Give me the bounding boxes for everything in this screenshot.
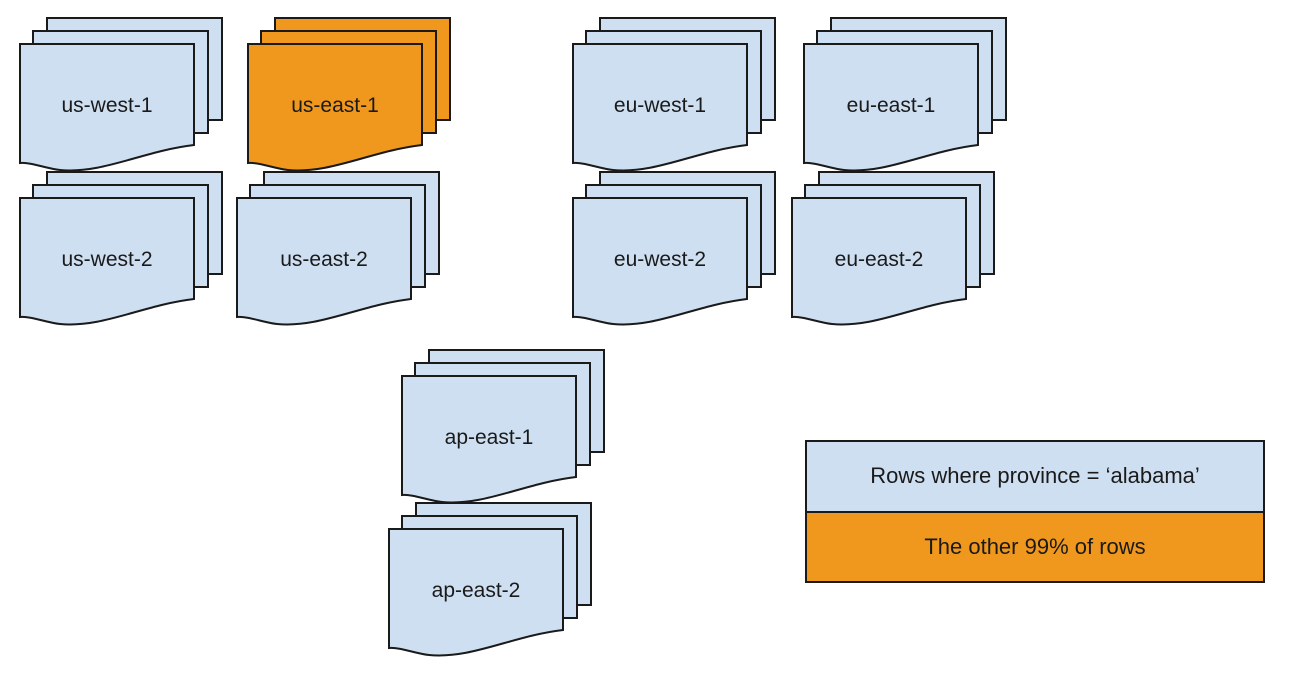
multi-document-icon: ap-east-2	[388, 502, 592, 657]
region-stack-eu-east-2: eu-east-2	[790, 170, 1006, 326]
region-label: us-east-1	[291, 94, 379, 117]
multi-document-icon: eu-east-2	[791, 171, 995, 326]
document-layer-front	[19, 43, 195, 172]
region-label: eu-west-2	[614, 248, 706, 271]
document-layer-front	[388, 528, 564, 657]
region-stack-ap-east-1: ap-east-1	[400, 348, 616, 504]
document-layer-front	[247, 43, 423, 172]
multi-document-icon: us-east-1	[247, 17, 451, 172]
region-label: eu-east-2	[835, 248, 924, 271]
region-stack-eu-west-1: eu-west-1	[571, 16, 787, 172]
region-stack-us-east-2: us-east-2	[235, 170, 451, 326]
document-layer-front	[572, 197, 748, 326]
region-stack-us-east-1: us-east-1	[246, 16, 462, 172]
document-layer-front	[572, 43, 748, 172]
region-label: us-east-2	[280, 248, 368, 271]
multi-document-icon: ap-east-1	[401, 349, 605, 504]
region-stack-us-west-1: us-west-1	[18, 16, 234, 172]
region-label: eu-east-1	[847, 94, 936, 117]
multi-document-icon: eu-west-2	[572, 171, 776, 326]
document-layer-front	[791, 197, 967, 326]
legend: Rows where province = ‘alabama’ The othe…	[805, 440, 1265, 583]
multi-document-icon: us-west-2	[19, 171, 223, 326]
region-stack-eu-east-1: eu-east-1	[802, 16, 1018, 172]
document-layer-front	[803, 43, 979, 172]
region-label: us-west-2	[61, 248, 152, 271]
multi-document-icon: eu-west-1	[572, 17, 776, 172]
multi-document-icon: us-west-1	[19, 17, 223, 172]
region-stack-us-west-2: us-west-2	[18, 170, 234, 326]
region-stack-eu-west-2: eu-west-2	[571, 170, 787, 326]
legend-item-other-rows: The other 99% of rows	[807, 512, 1263, 581]
multi-document-icon: us-east-2	[236, 171, 440, 326]
legend-item-label: Rows where province = ‘alabama’	[870, 463, 1200, 489]
document-layer-front	[19, 197, 195, 326]
region-label: ap-east-2	[432, 579, 521, 602]
region-label: eu-west-1	[614, 94, 706, 117]
region-stack-ap-east-2: ap-east-2	[387, 501, 603, 657]
region-label: us-west-1	[61, 94, 152, 117]
multi-document-icon: eu-east-1	[803, 17, 1007, 172]
region-label: ap-east-1	[445, 426, 534, 449]
document-layer-front	[236, 197, 412, 326]
legend-item-label: The other 99% of rows	[924, 533, 1146, 559]
legend-item-alabama-rows: Rows where province = ‘alabama’	[807, 442, 1263, 513]
